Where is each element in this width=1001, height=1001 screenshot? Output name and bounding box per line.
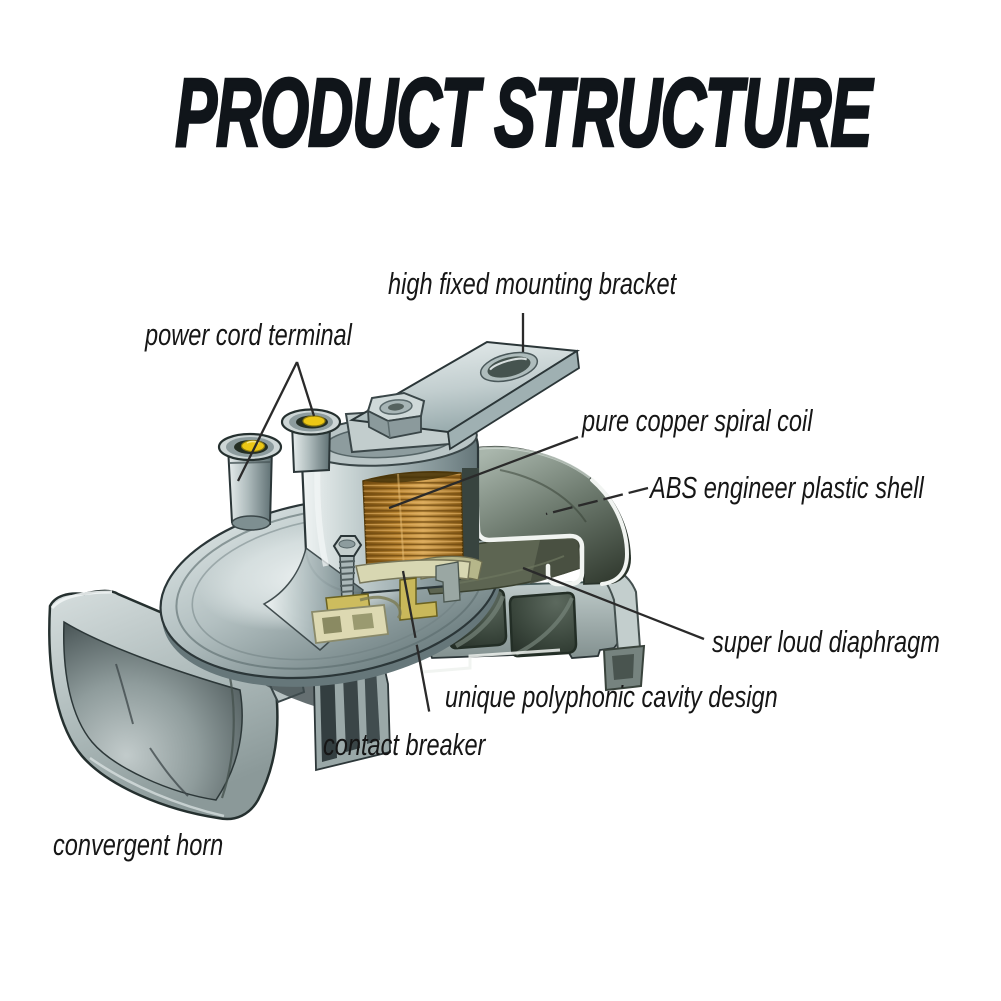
leader-breaker [401, 570, 432, 717]
hex-nut-part [366, 391, 426, 439]
leader-lines [236, 313, 705, 717]
label-mounting-bracket: high fixed mounting bracket [388, 266, 677, 301]
leader-terminal [236, 361, 316, 482]
leader-diaphragm [522, 566, 705, 641]
bracket-hole [479, 351, 539, 383]
label-convergent-horn: convergent horn [53, 827, 224, 862]
power-terminal-left [217, 432, 283, 531]
label-power-terminal: power cord terminal [145, 317, 352, 352]
leader-shell [545, 486, 649, 516]
label-cavity-design: unique polyphonic cavity design [445, 679, 778, 714]
page-title: PRODUCT STRUCTURE [174, 58, 873, 167]
label-contact-breaker: contact breaker [323, 727, 486, 762]
label-diaphragm: super loud diaphragm [712, 624, 940, 659]
contact-breaker-part [310, 535, 402, 645]
label-copper-coil: pure copper spiral coil [582, 403, 813, 438]
label-plastic-shell: ABS engineer plastic shell [650, 470, 924, 505]
power-terminal-right [280, 408, 342, 474]
leader-coil [388, 435, 579, 510]
cavity-opening-right [508, 591, 578, 658]
